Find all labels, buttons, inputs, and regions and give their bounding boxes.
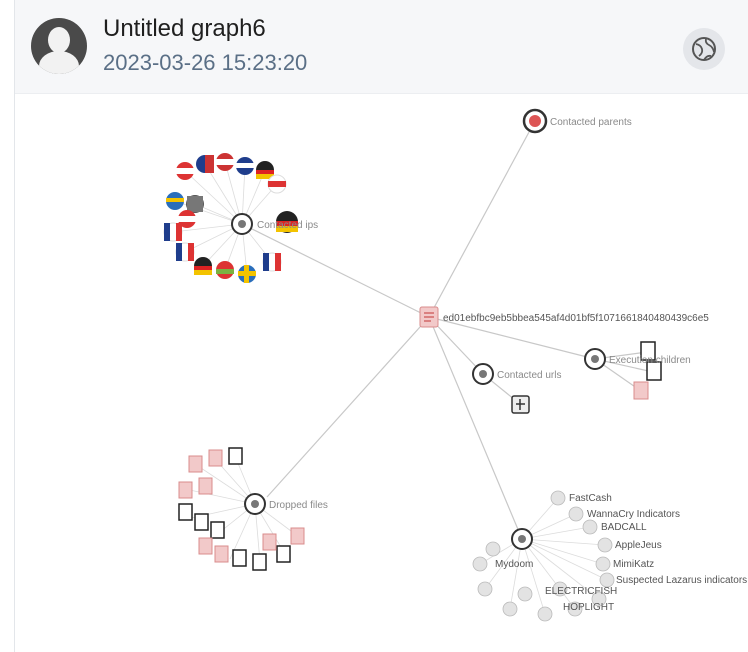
- collection-label: HOPLIGHT: [563, 602, 614, 613]
- collection-label: ELECTRICFISH: [545, 586, 617, 597]
- collection-label: BADCALL: [601, 522, 647, 533]
- contacted-parents-node[interactable]: Contacted parents: [522, 108, 632, 134]
- collection-label: AppleJeus: [615, 540, 662, 551]
- center-file-node[interactable]: ed01ebfbc9eb5bbea545af4d01bf5f1071661840…: [419, 306, 709, 328]
- dropped-files-cluster[interactable]: Dropped files: [178, 447, 328, 571]
- execution-children-node[interactable]: Execution children: [584, 341, 691, 400]
- collections-cluster[interactable]: FastCash WannaCry Indicators BADCALL App…: [472, 490, 747, 622]
- collection-label: FastCash: [569, 493, 612, 504]
- execution-children-label: Execution children: [609, 355, 691, 366]
- collection-label: WannaCry Indicators: [587, 509, 680, 520]
- graph-title[interactable]: Untitled graph6: [103, 15, 266, 42]
- user-avatar-icon[interactable]: [31, 18, 87, 74]
- relationship-graph[interactable]: Contacted ips Contacted parents ed01ebfb…: [15, 94, 748, 652]
- globe-icon: [692, 37, 716, 61]
- collection-label: MimiKatz: [613, 559, 654, 570]
- center-file-label: ed01ebfbc9eb5bbea545af4d01bf5f1071661840…: [443, 313, 709, 324]
- contacted-urls-node[interactable]: Contacted urls: [472, 363, 561, 414]
- graph-timestamp: 2023-03-26 15:23:20: [103, 50, 308, 75]
- contacted-parents-label: Contacted parents: [550, 117, 632, 128]
- contacted-ips-cluster[interactable]: Contacted ips: [163, 153, 318, 283]
- collection-label: Suspected Lazarus indicators: [616, 575, 747, 586]
- dropped-files-label: Dropped files: [269, 500, 328, 511]
- graph-card: Untitled graph6 2023-03-26 15:23:20: [14, 0, 748, 652]
- graph-header: Untitled graph6 2023-03-26 15:23:20: [15, 0, 748, 94]
- contacted-ips-label: Contacted ips: [257, 220, 318, 231]
- collection-label: Mydoom: [495, 559, 533, 570]
- contacted-urls-label: Contacted urls: [497, 370, 561, 381]
- globe-button[interactable]: [683, 28, 725, 70]
